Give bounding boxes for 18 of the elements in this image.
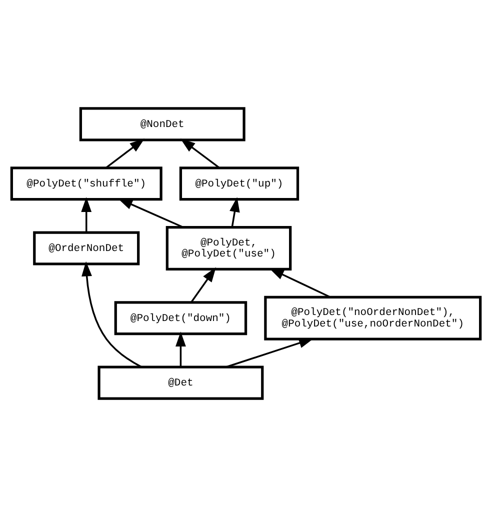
node-box: @PolyDet("noOrderNonDet"), @PolyDet("use,noOrderNonDet")	[264, 295, 482, 340]
arrow	[180, 138, 220, 168]
node-box: @PolyDet("down")	[114, 300, 248, 335]
arrow	[176, 331, 186, 366]
node-box: @OrderNonDet	[33, 230, 140, 265]
arrow	[118, 198, 184, 228]
arrow	[269, 268, 330, 298]
arrow	[106, 138, 145, 168]
arrow	[81, 196, 92, 232]
node-box: @PolyDet("shuffle")	[10, 166, 162, 200]
arrow	[226, 338, 314, 368]
node-box: @Det	[98, 365, 264, 400]
arrow	[190, 266, 216, 302]
arrow	[230, 196, 240, 227]
node-box: @PolyDet, @PolyDet("use")	[166, 225, 292, 270]
node-box: @NonDet	[79, 106, 246, 141]
arrow	[82, 260, 142, 368]
node-box: @PolyDet("up")	[179, 166, 300, 200]
